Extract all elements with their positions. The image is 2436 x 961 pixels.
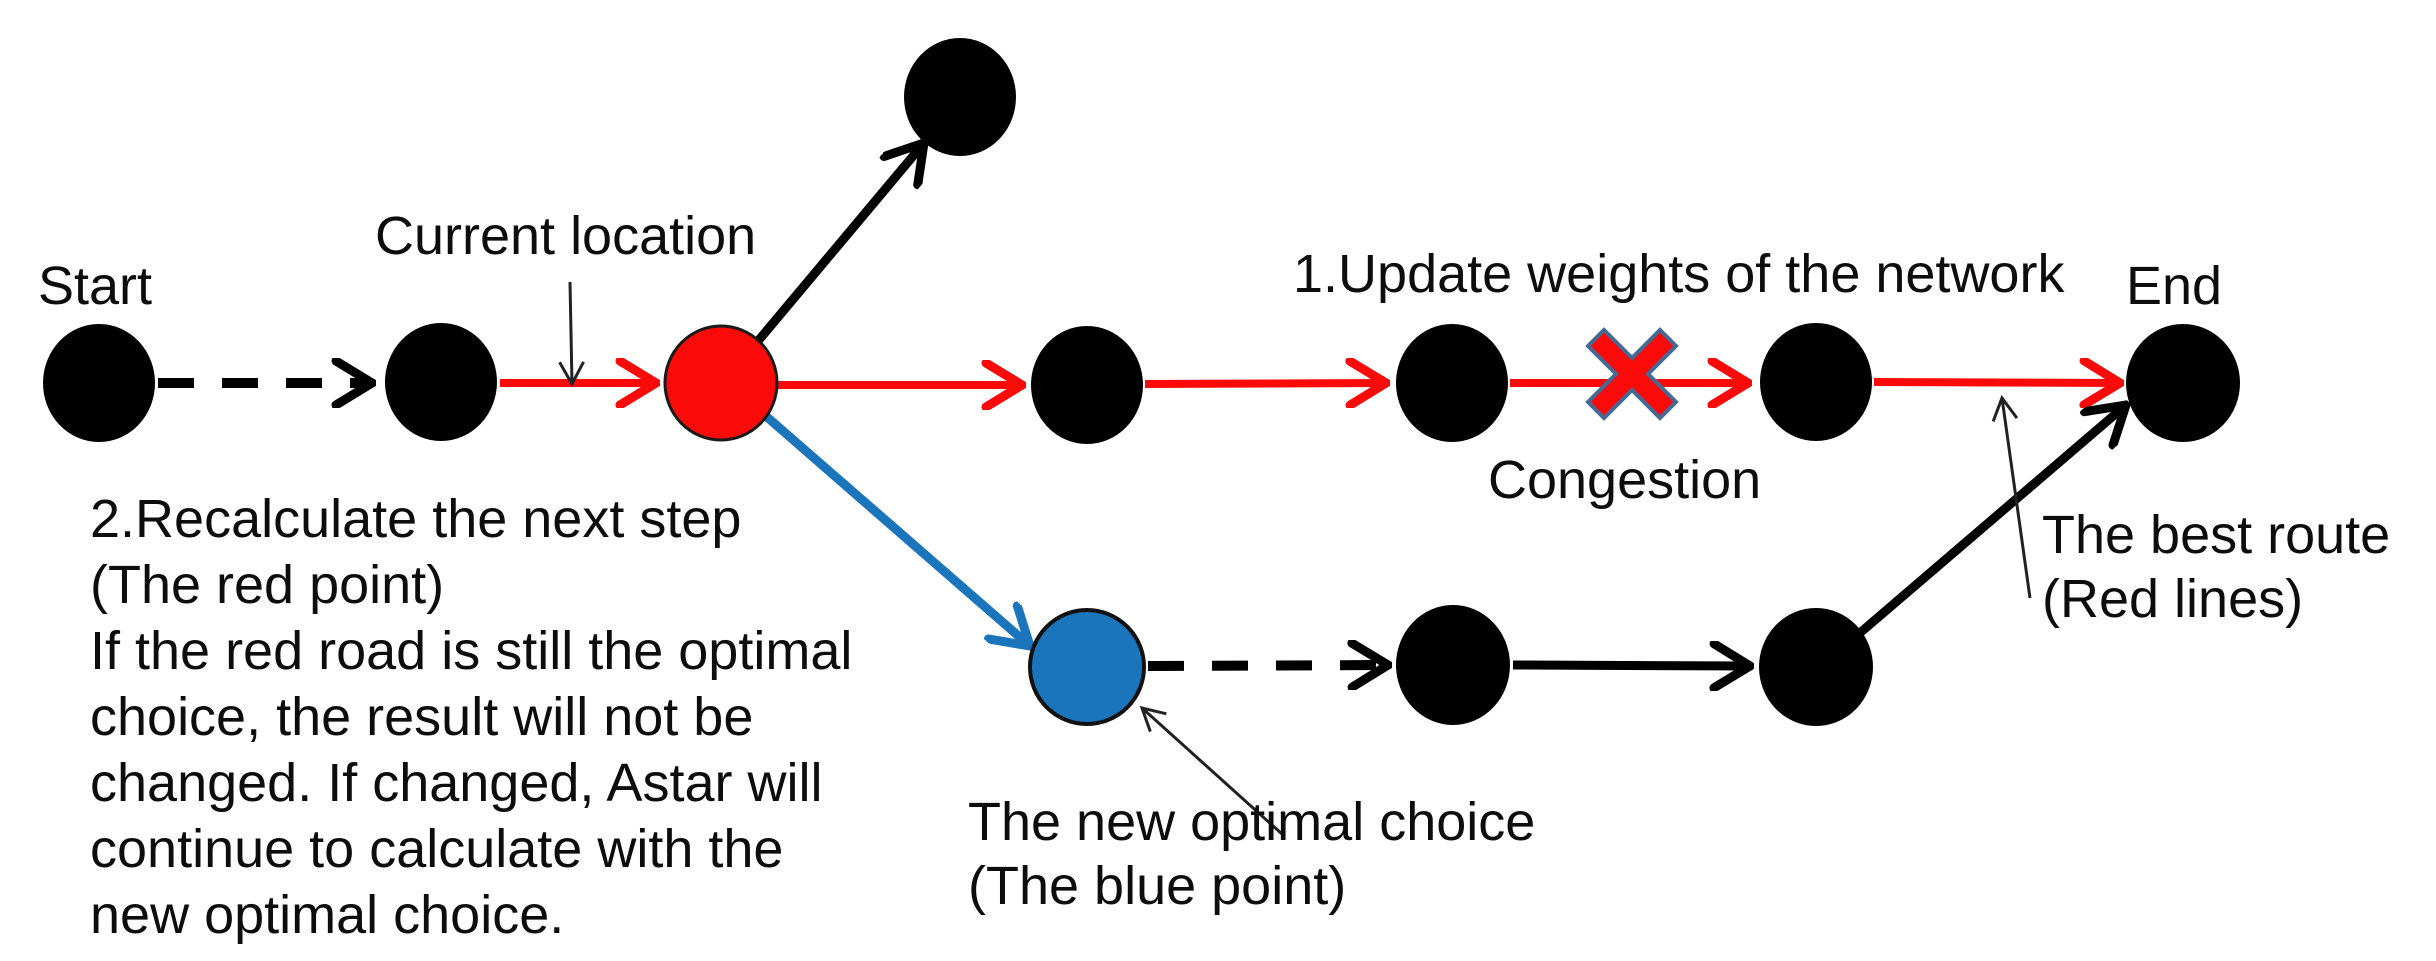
node-bottom-1 xyxy=(1396,605,1510,725)
best-route-arrow xyxy=(1991,394,2032,599)
node-2 xyxy=(385,323,497,441)
node-top xyxy=(904,38,1016,156)
new-optimal-label: The new optimal choice (The blue point) xyxy=(968,792,1536,916)
edge-bottom-black xyxy=(1512,665,1750,666)
edge-to-end-red xyxy=(1873,382,2120,383)
node-end xyxy=(2126,324,2240,442)
node-start xyxy=(43,324,155,442)
end-label: End xyxy=(2126,256,2223,316)
node-new-optimal-blue xyxy=(1028,608,1146,726)
new-optimal-arrow xyxy=(1139,705,1284,836)
node-bottom-2 xyxy=(1759,608,1873,726)
edge-bottom-to-end-black xyxy=(1858,405,2126,636)
node-mid-1 xyxy=(1031,326,1143,444)
edge-current-to-blue xyxy=(749,400,1030,646)
current-location-label: Current location xyxy=(375,206,757,266)
congestion-label: Congestion xyxy=(1488,450,1762,510)
node-mid-3 xyxy=(1760,323,1872,441)
edge-mid-red xyxy=(1144,383,1386,384)
node-mid-2 xyxy=(1396,324,1508,442)
start-label: Start xyxy=(38,256,153,316)
edge-blue-dashed xyxy=(1147,665,1388,666)
node-current-red xyxy=(663,324,779,442)
congestion-x-icon xyxy=(1585,327,1679,421)
update-weights-label: 1.Update weights of the network xyxy=(1293,244,2065,304)
best-route-label: The best route (Red lines) xyxy=(2042,505,2391,629)
recalculate-note: 2.Recalculate the next step (The red poi… xyxy=(90,489,853,945)
current-location-arrow xyxy=(558,281,585,388)
edge-up-to-top-node xyxy=(749,143,924,350)
